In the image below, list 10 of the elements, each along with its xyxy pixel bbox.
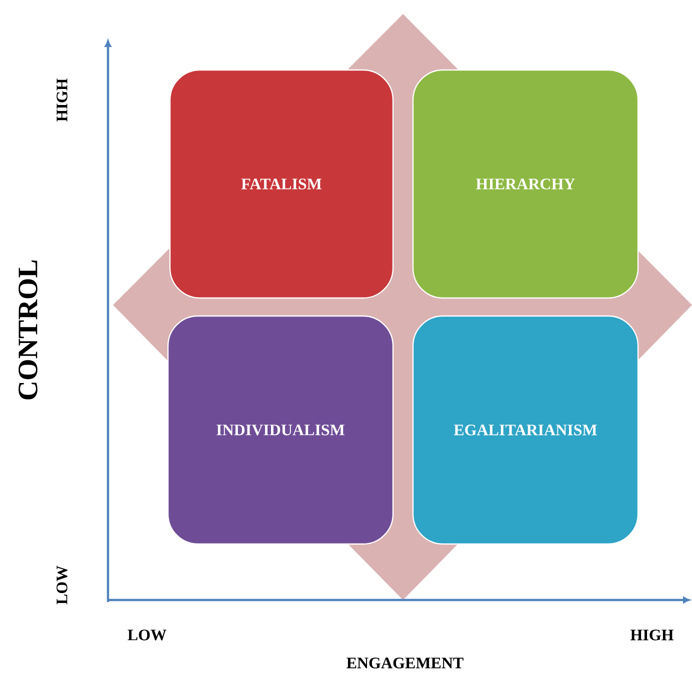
axis-title: ENGAGEMENT <box>346 658 464 668</box>
axis-title: CONTROL <box>18 260 38 400</box>
axis-tick-label: HIGH <box>630 630 674 640</box>
axis-tick-label: HIGH <box>56 78 68 122</box>
quadrant-box: FATALISM <box>169 69 394 299</box>
quadrant-box: HIERARCHY <box>412 69 639 299</box>
quadrant-box: INDIVIDUALISM <box>167 315 394 545</box>
axis-tick-label: LOW <box>128 630 166 640</box>
quadrant-box: EGALITARIANISM <box>412 315 639 545</box>
axis-tick-label: LOW <box>56 566 68 604</box>
